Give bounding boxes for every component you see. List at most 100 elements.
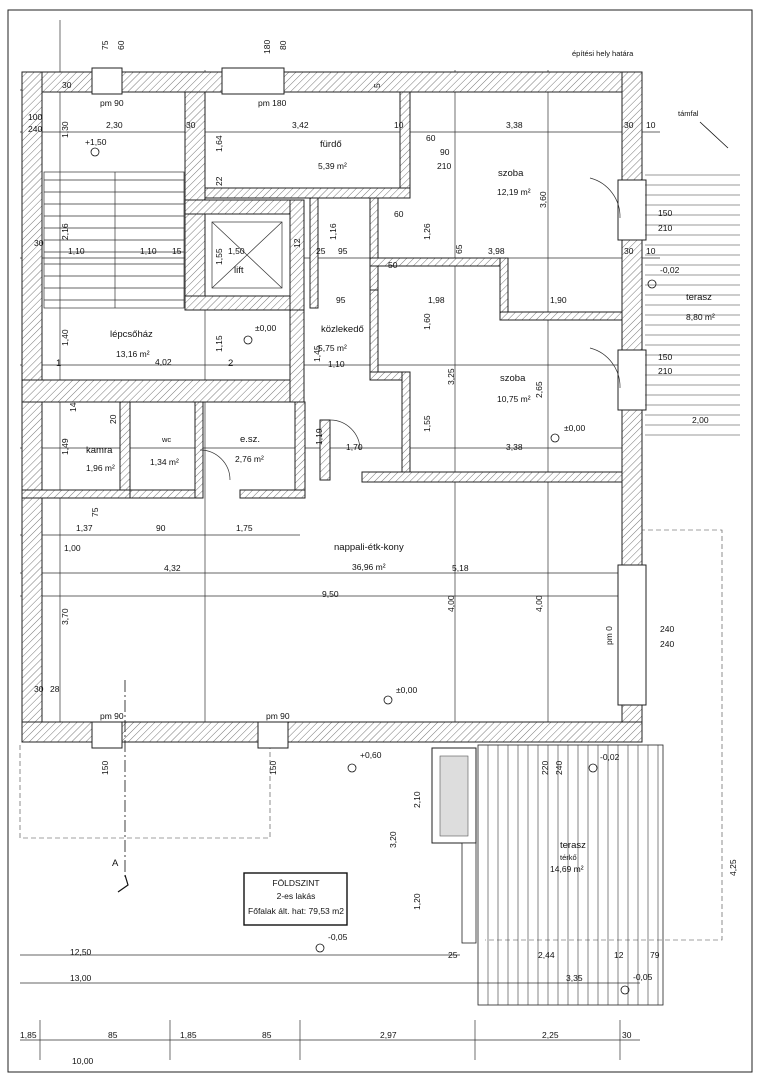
room-terasz2-area: 14,69 m² — [550, 864, 584, 874]
dim: 3,98 — [488, 246, 505, 256]
dim: 4,00 — [534, 595, 544, 612]
retaining-wall-note: támfal — [678, 109, 699, 118]
level-4: -0,02 — [660, 265, 680, 275]
room-terasz1-name: terasz — [686, 292, 712, 303]
dim: 180 — [262, 40, 272, 54]
level-5: ±0,00 — [396, 685, 417, 695]
dim: 15 — [172, 246, 182, 256]
door-swings — [199, 177, 621, 481]
level-8: -0,05 — [328, 932, 348, 942]
room-terasz1-area: 8,80 m² — [686, 312, 715, 322]
room-lepcsohaz-area: 13,16 m² — [116, 349, 150, 359]
dim: 2,65 — [534, 381, 544, 398]
dim: 95 — [336, 295, 346, 305]
dim: 1,40 — [60, 329, 70, 346]
dim: 4,25 — [728, 859, 738, 876]
dim: 150 — [658, 352, 672, 362]
room-szoba2-name: szoba — [500, 373, 526, 384]
dim: 79 — [650, 950, 660, 960]
dim: 1,60 — [422, 313, 432, 330]
sheet-border — [7, 9, 753, 1073]
level-6: +0,60 — [360, 750, 382, 760]
dim: 50 — [388, 260, 398, 270]
dim: 30 — [34, 238, 44, 248]
dim: 1,37 — [76, 523, 93, 533]
dim: 60 — [394, 209, 404, 219]
dim: 1,55 — [214, 248, 224, 265]
dim: 65 — [454, 244, 464, 254]
dim: 1,90 — [550, 295, 567, 305]
dim: 30 — [62, 80, 72, 90]
dim: 30 — [34, 684, 44, 694]
dim: 10 — [394, 120, 404, 130]
dim: 22 — [214, 176, 224, 186]
dim: 150 — [658, 208, 672, 218]
vertical-dimension-labels: 75 60 180 80 1,30 100 240 1,64 22 3,60 2… — [28, 40, 738, 910]
marker-2: 2 — [228, 358, 233, 369]
dim: 4,00 — [446, 595, 456, 612]
room-esz-name: e.sz. — [240, 434, 260, 445]
dim: 30 — [622, 1030, 632, 1040]
dim: 100 — [28, 112, 42, 122]
room-nappali-area: 36,96 m² — [352, 562, 386, 572]
dim: 2,10 — [412, 791, 422, 808]
dim: 1,49 — [60, 438, 70, 455]
dim: 1,45 — [312, 345, 322, 362]
dim: 2,97 — [380, 1030, 397, 1040]
dim: 1,50 — [228, 246, 245, 256]
dim: 3,70 — [60, 608, 70, 625]
level-2: ±0,00 — [255, 323, 276, 333]
dim: 75 — [90, 507, 100, 517]
section-line-a — [117, 680, 129, 893]
wall-thickness-labels: 30 30 10 30 10 30 30 10 60 65 95 95 50 2… — [34, 80, 656, 694]
dim: 30 — [624, 120, 634, 130]
dim: 240 — [28, 124, 42, 134]
level-7: -0,02 — [600, 752, 620, 762]
window-labels: pm 90 pm 180 pm 90 pm 90 pm 0 — [100, 98, 614, 721]
dim: 12,50 — [70, 947, 92, 957]
dim: 4,32 — [164, 563, 181, 573]
title-line-1: FÖLDSZINT — [272, 878, 319, 888]
dim: 1,55 — [422, 415, 432, 432]
room-szoba2-area: 10,75 m² — [497, 394, 531, 404]
staircase — [43, 171, 185, 309]
dim: 14 — [68, 402, 78, 412]
terrace-lower-deck — [477, 744, 664, 1006]
dim: 13,00 — [70, 973, 92, 983]
bottom-dim: 10,00 — [72, 1056, 94, 1066]
dim: 25 — [448, 950, 458, 960]
dim: 240 — [660, 639, 674, 649]
dim: 30 — [624, 246, 634, 256]
level-markers — [90, 147, 657, 995]
room-terasz2-name: terasz — [560, 840, 586, 851]
room-esz-area: 2,76 m² — [235, 454, 264, 464]
retaining-wall-arrow — [699, 121, 729, 149]
room-lift-name: lift — [234, 265, 244, 276]
dim: 1,85 — [180, 1030, 197, 1040]
title-line-2: 2-es lakás — [277, 891, 316, 901]
room-labels: fürdő 5,39 m² szoba 12,19 m² lift lépcső… — [86, 139, 715, 874]
dim: 210 — [437, 161, 451, 171]
dim: 1,20 — [412, 893, 422, 910]
building-limit-note: építési hely határa — [572, 49, 634, 58]
dim: 12 — [614, 950, 624, 960]
dim: 9,50 — [322, 589, 339, 599]
dim: 10 — [646, 120, 656, 130]
room-szoba1-area: 12,19 m² — [497, 187, 531, 197]
room-szoba1-name: szoba — [498, 168, 524, 179]
title-block: FÖLDSZINT 2-es lakás Főfalak ált. hat: 7… — [243, 872, 348, 926]
window-label-1: pm 90 — [100, 98, 124, 108]
dim: 5,18 — [452, 563, 469, 573]
dim: 75 — [100, 40, 110, 50]
dim: 1,10 — [68, 246, 85, 256]
dim: 2,00 — [692, 415, 709, 425]
dimension-labels: 2,30 3,42 3,38 60 90 210 1,10 1,10 1,50 … — [20, 120, 709, 1040]
dim: 30 — [186, 120, 196, 130]
room-kamra-name: kamra — [86, 445, 113, 456]
dim: 1,70 — [346, 442, 363, 452]
dim: 3,42 — [292, 120, 309, 130]
dim: 210 — [658, 366, 672, 376]
dim: 12 — [292, 238, 302, 248]
section-marker-a: A — [112, 858, 119, 869]
dim: 60 — [116, 40, 126, 50]
